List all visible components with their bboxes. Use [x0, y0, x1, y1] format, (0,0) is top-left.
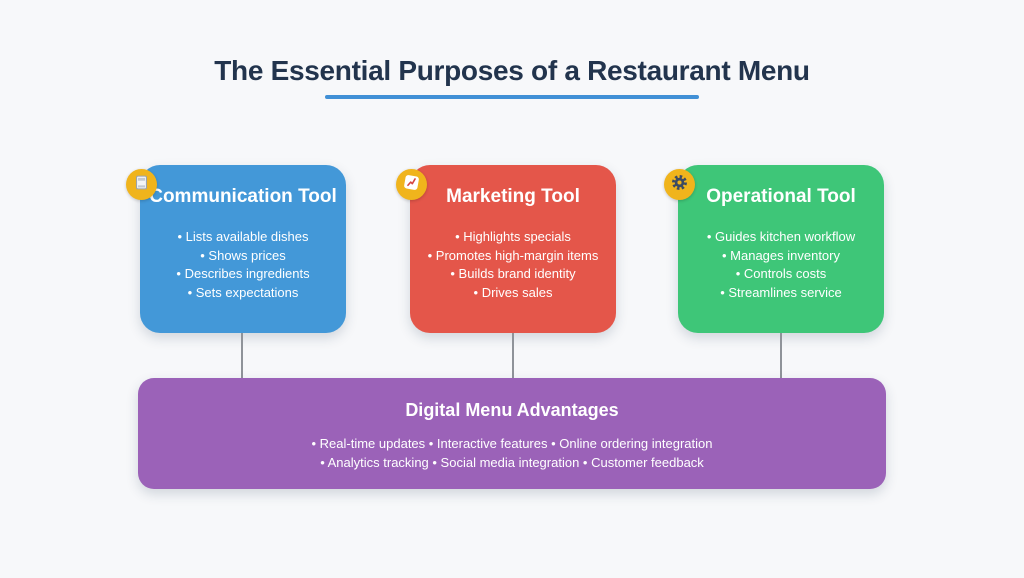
- clipboard-icon: [133, 174, 150, 196]
- card-item: Shows prices: [140, 247, 346, 266]
- card-item: Sets expectations: [140, 284, 346, 303]
- connector-line-marketing: [512, 333, 514, 378]
- card-title: Communication Tool: [149, 186, 337, 207]
- card-communication-tool: Communication Tool Lists available dishe…: [126, 165, 346, 333]
- panel-digital-menu-advantages: Digital Menu Advantages • Real-time upda…: [138, 378, 886, 489]
- card-marketing-tool: Marketing Tool Highlights specials Promo…: [396, 165, 616, 333]
- card-item: Describes ingredients: [140, 265, 346, 284]
- footer-title: Digital Menu Advantages: [405, 400, 619, 420]
- footer-advantages-line: • Real-time updates • Interactive featur…: [311, 436, 713, 451]
- card-item: Guides kitchen workflow: [678, 228, 884, 247]
- icon-badge: [126, 169, 157, 200]
- footer-advantages: • Real-time updates • Interactive featur…: [138, 434, 886, 472]
- icon-badge: [396, 169, 427, 200]
- footer-advantages-line: • Analytics tracking • Social media inte…: [320, 455, 704, 470]
- card-title: Marketing Tool: [446, 186, 580, 207]
- card-item: Controls costs: [678, 265, 884, 284]
- card-item: Builds brand identity: [410, 265, 616, 284]
- card-item: Drives sales: [410, 284, 616, 303]
- card-item: Promotes high-margin items: [410, 247, 616, 266]
- card-item-list: Guides kitchen workflow Manages inventor…: [678, 228, 884, 302]
- card-title: Operational Tool: [706, 186, 856, 207]
- card-operational-tool: Operational Tool Guides kitchen workflow…: [664, 165, 884, 333]
- card-item: Manages inventory: [678, 247, 884, 266]
- icon-badge: [664, 169, 695, 200]
- card-item-list: Lists available dishes Shows prices Desc…: [140, 228, 346, 302]
- card-item: Highlights specials: [410, 228, 616, 247]
- connector-line-operational: [780, 333, 782, 378]
- card-item: Lists available dishes: [140, 228, 346, 247]
- trend-chart-icon: [402, 173, 421, 197]
- page-title: The Essential Purposes of a Restaurant M…: [214, 55, 810, 86]
- title-underline: [325, 95, 699, 99]
- gear-icon: [670, 173, 689, 197]
- card-item-list: Highlights specials Promotes high-margin…: [410, 228, 616, 302]
- connector-line-communication: [241, 333, 243, 378]
- card-item: Streamlines service: [678, 284, 884, 303]
